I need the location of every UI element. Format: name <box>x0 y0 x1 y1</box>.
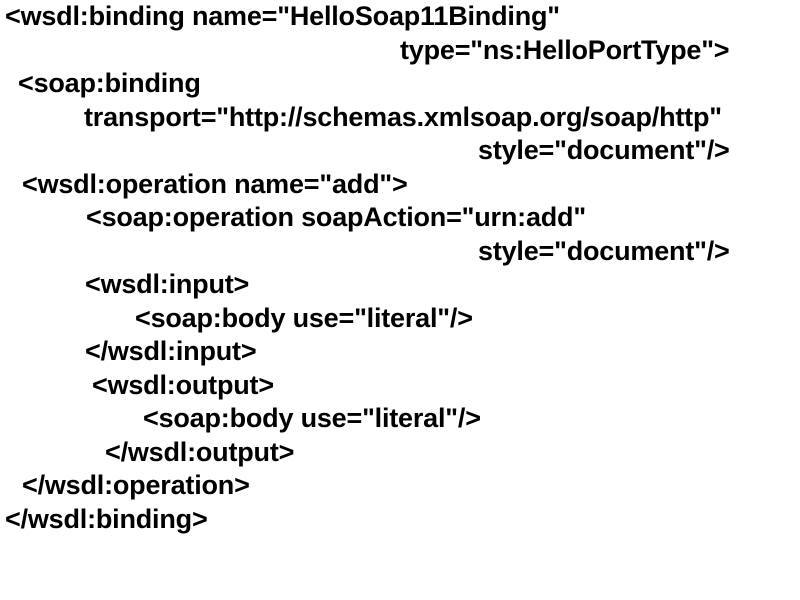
code-line-text: </wsdl:operation> <box>22 470 250 500</box>
code-line-text: <wsdl:output> <box>92 369 274 400</box>
code-line: </wsdl:operation> <box>0 469 800 503</box>
code-line: <wsdl:input> <box>0 268 800 302</box>
code-line: <soap:body use="literal"/> <box>0 302 800 336</box>
code-line-text: <soap:body use="literal"/> <box>143 403 481 433</box>
code-line: <soap:operation soapAction="urn:add" <box>0 201 800 235</box>
code-line: transport="http://schemas.xmlsoap.org/so… <box>0 101 800 135</box>
code-line: <wsdl:binding name="HelloSoap11Binding" <box>0 0 800 34</box>
code-line: </wsdl:binding> <box>0 503 800 537</box>
code-line-text: transport="http://schemas.xmlsoap.org/so… <box>84 101 722 132</box>
code-line-text: </wsdl:binding> <box>5 503 208 534</box>
code-line-text: type="ns:HelloPortType"> <box>400 34 730 65</box>
code-line: <soap:binding <box>0 67 800 101</box>
code-line: <soap:body use="literal"/> <box>0 402 800 436</box>
code-line-text: <wsdl:operation name="add"> <box>22 168 408 199</box>
code-line-text: style="document"/> <box>478 235 730 266</box>
code-line-text: <soap:body use="literal"/> <box>135 302 473 333</box>
code-line: </wsdl:input> <box>0 335 800 369</box>
code-line-text: <wsdl:binding name="HelloSoap11Binding" <box>5 1 560 31</box>
code-line-text: <wsdl:input> <box>85 269 250 299</box>
code-line: type="ns:HelloPortType"> <box>0 34 800 68</box>
code-line-text: </wsdl:input> <box>85 336 257 366</box>
code-line-text: style="document"/> <box>478 135 730 165</box>
code-line: <wsdl:operation name="add"> <box>0 168 800 202</box>
code-line-text: </wsdl:output> <box>105 436 295 467</box>
wsdl-code-listing: <wsdl:binding name="HelloSoap11Binding"t… <box>0 0 800 537</box>
code-line-text: <soap:binding <box>18 68 201 98</box>
code-line: style="document"/> <box>0 235 800 269</box>
code-line: </wsdl:output> <box>0 436 800 470</box>
code-line: style="document"/> <box>0 134 800 168</box>
code-line: <wsdl:output> <box>0 369 800 403</box>
code-line-text: <soap:operation soapAction="urn:add" <box>86 202 586 232</box>
